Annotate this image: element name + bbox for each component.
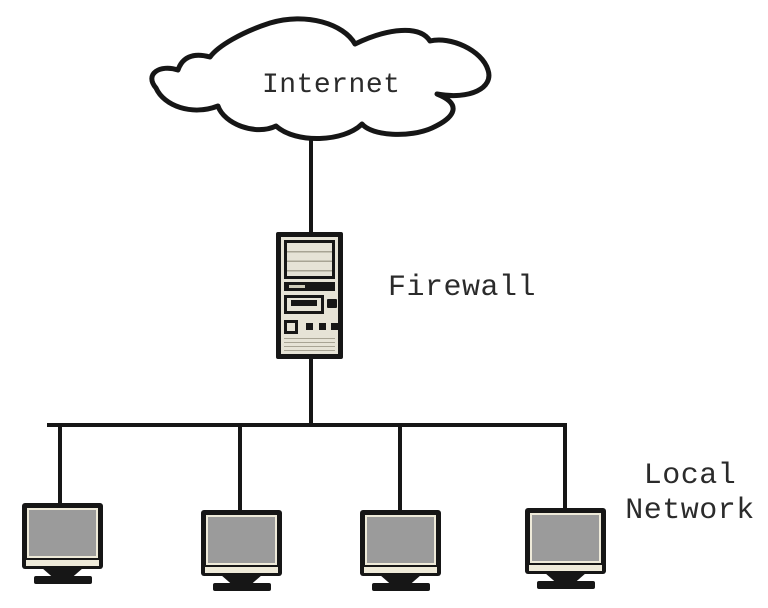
monitor-bezel bbox=[525, 508, 606, 574]
workstation-1 bbox=[22, 503, 103, 584]
tower-led bbox=[319, 323, 326, 330]
monitor-trim-strip bbox=[26, 560, 99, 566]
monitor-stand-base bbox=[371, 583, 430, 591]
internet-cloud bbox=[149, 16, 492, 142]
monitor-bezel bbox=[22, 503, 103, 569]
monitor-stand-neck bbox=[222, 576, 261, 584]
monitor-stand-base bbox=[536, 581, 595, 589]
monitor-trim-strip bbox=[529, 565, 602, 571]
monitor-stand-base bbox=[212, 583, 271, 591]
monitor-trim-strip bbox=[205, 567, 278, 573]
monitor-stand-neck bbox=[43, 569, 82, 577]
tower-vents bbox=[284, 338, 335, 352]
monitor-trim-strip bbox=[364, 567, 437, 573]
cd-slot-dash bbox=[289, 285, 305, 288]
monitor-screen bbox=[532, 515, 599, 561]
tower-eject-button bbox=[327, 299, 337, 308]
tower-led bbox=[306, 323, 313, 330]
tower-power-button bbox=[284, 320, 298, 334]
tower-led bbox=[331, 323, 338, 330]
firewall-server bbox=[276, 232, 343, 359]
monitor-screen bbox=[208, 517, 275, 563]
monitor-stand-neck bbox=[381, 576, 420, 584]
local-network-bus bbox=[47, 423, 567, 510]
workstation-2 bbox=[201, 510, 282, 591]
monitor-stand-neck bbox=[546, 574, 585, 582]
monitor-screen bbox=[367, 517, 434, 563]
monitor-screen bbox=[29, 510, 96, 556]
local-network-label: Local Network bbox=[612, 459, 768, 529]
workstation-4 bbox=[525, 508, 606, 589]
firewall-label: Firewall bbox=[388, 271, 537, 305]
monitor-bezel bbox=[360, 510, 441, 576]
tower-cd-slot bbox=[284, 282, 335, 291]
tower-drive-bays bbox=[284, 240, 335, 279]
internet-label: Internet bbox=[262, 70, 401, 101]
tower-floppy-drive bbox=[284, 295, 324, 314]
monitor-stand-base bbox=[33, 576, 92, 584]
local-network-label-line1: Local bbox=[643, 459, 737, 493]
floppy-slot-bar bbox=[291, 300, 317, 306]
local-network-label-line2: Network bbox=[625, 494, 755, 528]
monitor-bezel bbox=[201, 510, 282, 576]
workstation-3 bbox=[360, 510, 441, 591]
